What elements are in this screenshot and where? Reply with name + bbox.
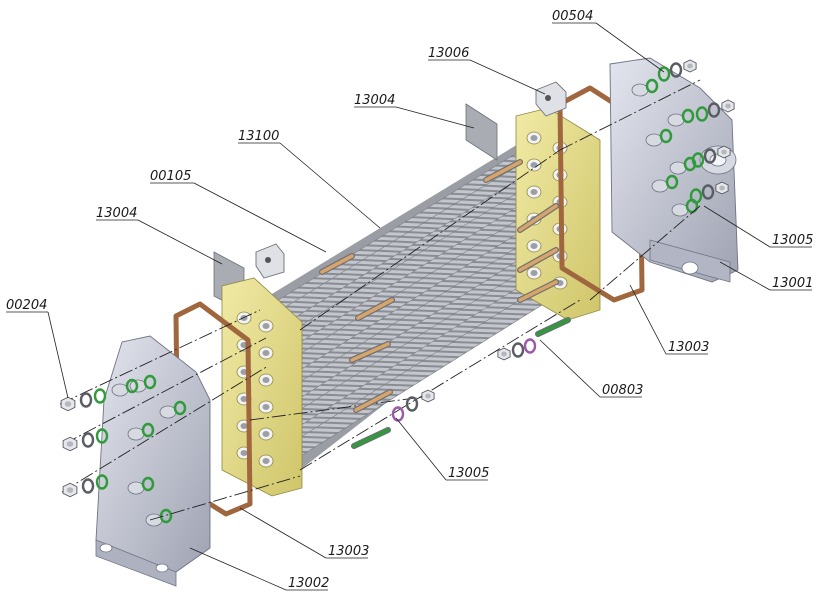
o-ring xyxy=(681,108,695,124)
rod-core xyxy=(484,160,522,182)
callout-13100: 13100 xyxy=(238,129,381,229)
callout-label-13100: 13100 xyxy=(238,129,279,144)
flat-washer xyxy=(79,392,93,408)
end-cover-front xyxy=(95,335,211,587)
stud-boss xyxy=(145,513,163,527)
flat-washer xyxy=(511,342,525,358)
rod-core xyxy=(518,248,558,272)
callout-13004-left: 13004 xyxy=(96,206,223,265)
hardware-right-nuts xyxy=(391,59,735,422)
assembly-axes xyxy=(59,79,701,521)
callout-13001: 13001 xyxy=(719,261,813,291)
flat-washer xyxy=(703,148,717,164)
end-cover-rear xyxy=(609,57,739,283)
stud-boss xyxy=(159,405,177,419)
rod-core xyxy=(320,254,354,274)
stud-boss xyxy=(127,481,145,495)
o-ring xyxy=(665,174,679,190)
rod-core xyxy=(350,342,390,362)
stud-boss xyxy=(667,113,685,127)
stud-boss xyxy=(111,383,129,397)
purple-washer xyxy=(523,338,537,354)
callout-00204: 00204 xyxy=(6,298,69,399)
callout-00803: 00803 xyxy=(539,339,643,398)
callout-label-13003-right: 13003 xyxy=(668,340,709,355)
o-ring xyxy=(173,400,187,416)
hardware-left-nuts xyxy=(60,388,109,498)
flat-washer xyxy=(669,62,683,78)
o-ring xyxy=(141,476,155,492)
callout-13003-bottom: 13003 xyxy=(239,507,369,559)
o-ring xyxy=(695,106,709,122)
o-ring xyxy=(93,388,107,404)
callout-label-13002: 13002 xyxy=(288,576,329,591)
hardware-rods xyxy=(319,159,571,449)
callout-13005-right: 13005 xyxy=(703,205,813,248)
callout-13005-bottom: 13005 xyxy=(395,417,489,481)
callout-label-13004-top: 13004 xyxy=(354,93,395,108)
tube-sheet-rear xyxy=(515,107,601,321)
stud-boss xyxy=(631,83,649,97)
callout-00105: 00105 xyxy=(150,169,327,253)
callout-label-13001: 13001 xyxy=(772,276,813,291)
callout-13006: 13006 xyxy=(428,46,546,95)
callout-13003-right: 13003 xyxy=(629,284,709,355)
callout-13004-top: 13004 xyxy=(354,93,475,129)
callout-label-13005-bottom: 13005 xyxy=(448,466,489,481)
flat-washer xyxy=(81,432,95,448)
stud-boss xyxy=(127,427,145,441)
o-ring xyxy=(659,128,673,144)
gasket-rear xyxy=(557,85,645,303)
flat-washer xyxy=(701,184,715,200)
o-ring xyxy=(657,66,671,82)
flat-washer xyxy=(405,396,419,412)
rod-core xyxy=(536,318,570,336)
flat-washer xyxy=(707,102,721,118)
rod-core xyxy=(518,280,558,302)
callout-label-13004-left: 13004 xyxy=(96,206,137,221)
stud-boss xyxy=(645,133,663,147)
callout-label-13006: 13006 xyxy=(428,46,469,61)
callout-label-13005-right: 13005 xyxy=(772,233,813,248)
stud-boss xyxy=(669,161,687,175)
flat-washer xyxy=(81,478,95,494)
bracket-front xyxy=(255,243,285,279)
stud-boss xyxy=(651,179,669,193)
purple-washer xyxy=(391,406,405,422)
bracket-rear xyxy=(535,81,567,117)
callout-label-00105: 00105 xyxy=(150,169,191,184)
o-ring xyxy=(125,378,139,394)
o-ring xyxy=(691,152,705,168)
callout-label-00504: 00504 xyxy=(552,9,593,24)
callout-13002: 13002 xyxy=(189,547,329,591)
rod-core xyxy=(356,298,394,320)
o-ring xyxy=(645,78,659,94)
callout-00504: 00504 xyxy=(552,9,665,73)
o-ring xyxy=(689,188,703,204)
o-ring xyxy=(159,508,173,524)
tube-bundle xyxy=(256,138,596,470)
rod-core xyxy=(352,428,390,448)
callout-label-13003-bottom: 13003 xyxy=(328,544,369,559)
rod-core xyxy=(354,390,392,412)
o-ring xyxy=(95,428,109,444)
baffle-plate-rear xyxy=(465,103,498,161)
callout-label-00803: 00803 xyxy=(602,383,643,398)
o-ring xyxy=(95,474,109,490)
rod-core xyxy=(518,204,558,232)
stud-boss xyxy=(671,203,689,217)
o-ring xyxy=(143,374,157,390)
o-ring xyxy=(141,422,155,438)
callout-label-00204: 00204 xyxy=(6,298,47,313)
